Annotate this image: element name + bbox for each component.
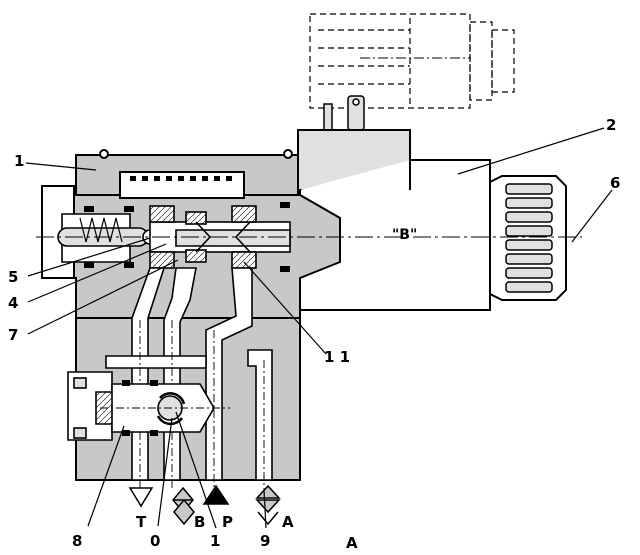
- callout-4: 4: [8, 294, 19, 312]
- callout-7: 7: [8, 326, 19, 344]
- port-label-a: A: [282, 513, 294, 531]
- view-label-a: A: [346, 534, 358, 552]
- port-symbols: [128, 484, 281, 526]
- callout-1-bottom: 1: [210, 532, 221, 550]
- callout-0: 0: [150, 532, 161, 550]
- port-label-b: B: [194, 513, 206, 531]
- port-label-t: T: [136, 513, 147, 531]
- check-valve-insert: [67, 371, 230, 441]
- callout-6: 6: [610, 174, 621, 192]
- connector-pins: [323, 95, 365, 133]
- callout-11: 1 1: [324, 348, 351, 366]
- override-knob: [489, 175, 567, 301]
- leader-lines: [25, 127, 613, 529]
- callout-2: 2: [606, 116, 617, 134]
- callout-1: 1: [14, 152, 25, 170]
- solenoid-coil: [297, 129, 491, 311]
- callout-9: 9: [260, 532, 271, 550]
- port-label-p: P: [222, 513, 233, 531]
- callout-5: 5: [8, 268, 19, 286]
- connector-outline: [309, 13, 515, 109]
- callout-8: 8: [72, 532, 83, 550]
- axis-label-b: "B": [392, 227, 418, 243]
